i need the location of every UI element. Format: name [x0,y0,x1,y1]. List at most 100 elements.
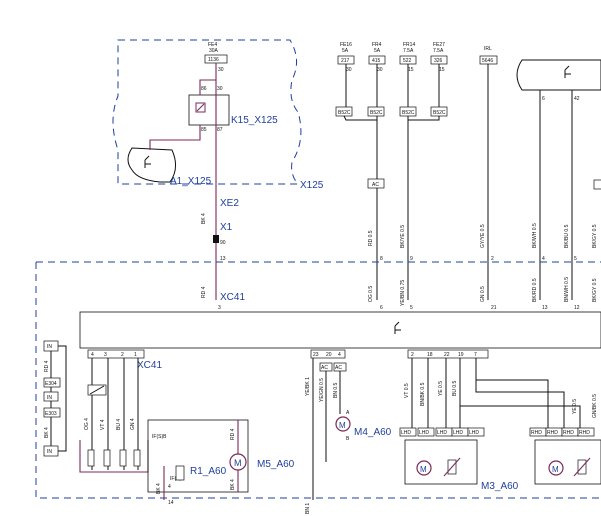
pin-3: 3 [218,305,221,311]
fuse-irl-id: IRL [484,46,492,52]
box-ac-mid [367,178,385,189]
wire-ye05-right-label: YE 0.5 [572,399,578,414]
wire-bn1-label: BN 1 [305,503,311,514]
wire-bu4-label: BU 4 [116,419,122,430]
wire-rd4-left-label: RD 4 [44,360,50,372]
resistor-1 [87,449,95,467]
label-x125: X125 [300,180,324,191]
wire-bkgy05-label: BK/GY 0.5 [592,224,598,248]
r1-m5-frame [147,419,249,493]
r1-resistor [175,465,185,481]
e303-label: E303 [45,411,57,417]
fuse-fe27-id: FE27 [433,42,445,48]
resistor-switch-mark [89,385,105,395]
fuse-fr4-code: 415 [372,58,381,64]
module-top-right-symbol [564,65,571,78]
wire-bk4-bottom-label: BK 4 [156,483,162,494]
label-x1: X1 [220,222,233,233]
pin-left-3: 3 [104,352,107,358]
m3-frame-lhd [404,439,478,485]
control-module-symbol [394,321,401,334]
wire-yebn075-label: YE/BN 0.75 [400,280,406,306]
relay-coil-mark [196,103,205,112]
fuse-fe4-code: 1136 [208,57,219,63]
label-k15: K15_X125 [231,115,278,126]
box-right-edge [593,179,601,190]
ac-box-1-label: AC [321,365,328,371]
in-box-2-label: IN [47,395,52,401]
pin-conn-7: 7 [474,352,477,358]
motor-m3-lhd-symbol: M [420,465,427,474]
wire-bn05-label: BN 0.5 [333,382,339,398]
pin-6-lower: 6 [380,305,383,311]
wire-bu05-label: BU 0.5 [452,380,458,396]
label-m4: M4_A60 [354,427,392,438]
x125-boundary [112,39,302,185]
pin-12: 12 [574,305,580,311]
wire-gyye05-label: GY/YE 0.5 [480,224,486,248]
pin-2: 2 [491,256,494,262]
motor-m5-symbol: M [234,458,242,468]
in-box-3-label: IN [47,449,52,455]
pin-13-lower: 13 [542,305,548,311]
wire-resistor-block [91,358,139,470]
wire-yebk1-label: YE/BK 1 [305,377,311,396]
pin-fe4-out: 30 [218,67,224,73]
fuse-fe4-id: FE4 [208,42,217,48]
wire-bkrd05-label: BK/RD 0.5 [532,278,538,302]
relay-box-3-label: B52C [402,110,415,116]
wire-bnwh05-label: BN/WH 0.5 [564,277,570,302]
wire-bnbk-label: BN/BK 0.5 [420,382,426,406]
wire-relay-86 [199,79,216,95]
pin-fr4-out: 30 [377,67,383,73]
pin-21: 21 [491,305,497,311]
pin-conn-2: 2 [411,352,414,358]
pin-conn-4: 4 [338,352,341,358]
fuse-fr14-rating: 7.5A [403,48,414,54]
rhd-box-4 [577,427,595,437]
lhd-box-2-label: LHD [419,430,429,436]
wire-bkye05-label: BK/YE 0.5 [400,225,406,248]
e304-box [43,377,61,388]
wire-bkwh05-label: BK/WH 0.5 [532,223,538,248]
pin-conn-19: 19 [458,352,464,358]
m3-rhd-sensor-arrow [573,457,591,477]
motor-m4-symbol: M [339,421,346,430]
label-ifsb: IF(S)B [152,434,167,440]
lhd-box-5-label: LHD [469,430,479,436]
pin-bottom-4: 4 [168,484,171,490]
pin-relay-86: 86 [201,86,207,92]
pin-4: 4 [542,256,545,262]
connector-right-strip [407,349,489,359]
relay-box-2-label: B52C [370,110,383,116]
motor-m3-rhd [548,460,564,476]
a60-boundary [35,261,601,499]
wire-far-left [50,345,67,452]
pin-13: 13 [220,256,226,262]
a1-boundary [127,147,176,183]
fuse-fr14-id: FR14 [403,42,415,48]
m3-frame-rhd [534,439,601,485]
fuse-fe16-code: 217 [341,58,350,64]
label-xc41-top: XC41 [220,292,245,303]
pin-9: 9 [410,256,413,262]
fuse-fe16-id: FE16 [340,42,352,48]
pin-fe27-out: 15 [439,67,445,73]
module-top-right [516,59,601,91]
pin-m4-a: A [346,410,350,416]
wire-og4-label: OG 4 [84,418,90,430]
pin-conn-23: 23 [313,352,319,358]
motor-m3-rhd-symbol: M [552,465,559,474]
pin-42: 42 [574,96,580,102]
pin-left-2: 2 [121,352,124,358]
pin-conn-20: 20 [326,352,332,358]
box-ac-mid-label: AC [372,182,379,188]
wire-gn05-label: GN 0.5 [480,286,486,302]
in-box-1-label: IN [47,344,52,350]
resistor-2 [103,449,111,467]
pin-left-1: 1 [134,352,137,358]
pin-conn-18: 18 [427,352,433,358]
fuse-fr14-code: 522 [403,58,412,64]
wire-gnbk-label: GN/BK 0.5 [592,394,598,418]
